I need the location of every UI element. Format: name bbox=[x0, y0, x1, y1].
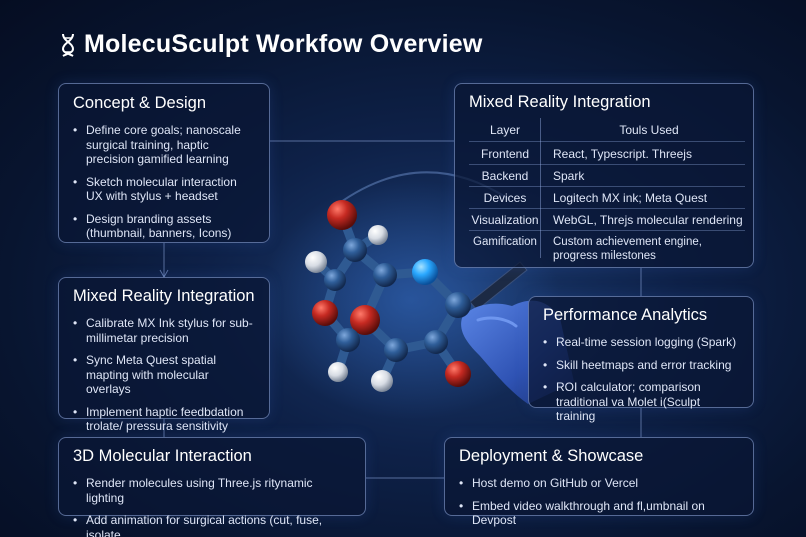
table-cell: Devices bbox=[483, 191, 527, 205]
card-title: Concept & Design bbox=[73, 94, 206, 112]
table-divider bbox=[540, 118, 541, 258]
table-cell: Visualization bbox=[471, 213, 539, 227]
table-cell: Spark bbox=[553, 169, 585, 183]
list-item: Sync Meta Quest spatial mapting with mol… bbox=[73, 353, 255, 397]
list-item: Embed video walkthrough and fl,umbnail o… bbox=[459, 499, 739, 528]
card-title: Mixed Reality Integration bbox=[73, 287, 255, 305]
card-list: Define core goals; nanoscale surgical tr… bbox=[73, 123, 255, 241]
table-rule bbox=[469, 164, 745, 165]
dna-icon bbox=[61, 33, 75, 57]
card-list: Host demo on GitHub or Vercel Embed vide… bbox=[459, 476, 739, 528]
card-title: Performance Analytics bbox=[543, 306, 708, 324]
table-rule bbox=[469, 141, 745, 142]
page-title: MolecuSculpt Workfow Overview bbox=[60, 30, 482, 59]
list-item: ROI calculator; comparison traditional v… bbox=[543, 380, 739, 424]
list-item: Implement haptic feedbdation trolate/ pr… bbox=[73, 405, 255, 434]
mixed-reality-steps-card: Mixed Reality Integration Calibrate MX I… bbox=[58, 277, 270, 433]
table-cell: Logitech MX ink; Meta Quest bbox=[553, 191, 708, 205]
performance-analytics-card: Performance Analytics Real-time session … bbox=[528, 296, 754, 423]
table-rule bbox=[469, 186, 745, 187]
table-cell: Frontend bbox=[480, 147, 530, 161]
deployment-showcase-card: Deployment & Showcase Host demo on GitHu… bbox=[444, 437, 754, 527]
header-cell: Layer bbox=[489, 123, 521, 137]
tech-stack-card: Mixed Reality Integration Layer Touls Us… bbox=[454, 83, 754, 268]
concept-design-card: Concept & Design Define core goals; nano… bbox=[58, 83, 270, 243]
table-cell: Backend bbox=[481, 169, 529, 183]
table-cell: Gamification bbox=[473, 236, 537, 248]
card-list: Real-time session logging (Spark) Skill … bbox=[543, 335, 739, 424]
list-item: Define core goals; nanoscale surgical tr… bbox=[73, 123, 255, 167]
table-rule bbox=[469, 208, 745, 209]
list-item: Real-time session logging (Spark) bbox=[543, 335, 739, 350]
card-list: Calibrate MX Ink stylus for sub-millimet… bbox=[73, 316, 255, 434]
card-title: 3D Molecular Interaction bbox=[73, 447, 252, 465]
page-title-text: MolecuSculpt Workfow Overview bbox=[84, 30, 483, 58]
card-list: Render molecules using Three.js ritynami… bbox=[73, 476, 351, 537]
list-item: Host demo on GitHub or Vercel bbox=[459, 476, 739, 491]
table-rule bbox=[469, 230, 745, 231]
list-item: Sketch molecular interaction UX with sty… bbox=[73, 175, 255, 204]
list-item: Render molecules using Three.js ritynami… bbox=[73, 476, 351, 505]
table-cell: React, Typescript. Threejs bbox=[553, 147, 692, 161]
header-cell: Touls Used bbox=[619, 123, 679, 137]
list-item: Calibrate MX Ink stylus for sub-millimet… bbox=[73, 316, 255, 345]
card-title: Deployment & Showcase bbox=[459, 447, 644, 465]
table-cell: WebGL, Threjs molecular rendering bbox=[553, 213, 743, 227]
list-item: Design branding assets (thumbnail, banne… bbox=[73, 212, 255, 241]
list-item: Skill heetmaps and error tracking bbox=[543, 358, 739, 373]
table-cell: Custom achievement engine, progress mile… bbox=[553, 236, 702, 262]
molecular-interaction-card: 3D Molecular Interaction Render molecule… bbox=[58, 437, 366, 537]
card-title: Mixed Reality Integration bbox=[469, 93, 651, 111]
list-item: Add animation for surgical actions (cut,… bbox=[73, 513, 351, 537]
